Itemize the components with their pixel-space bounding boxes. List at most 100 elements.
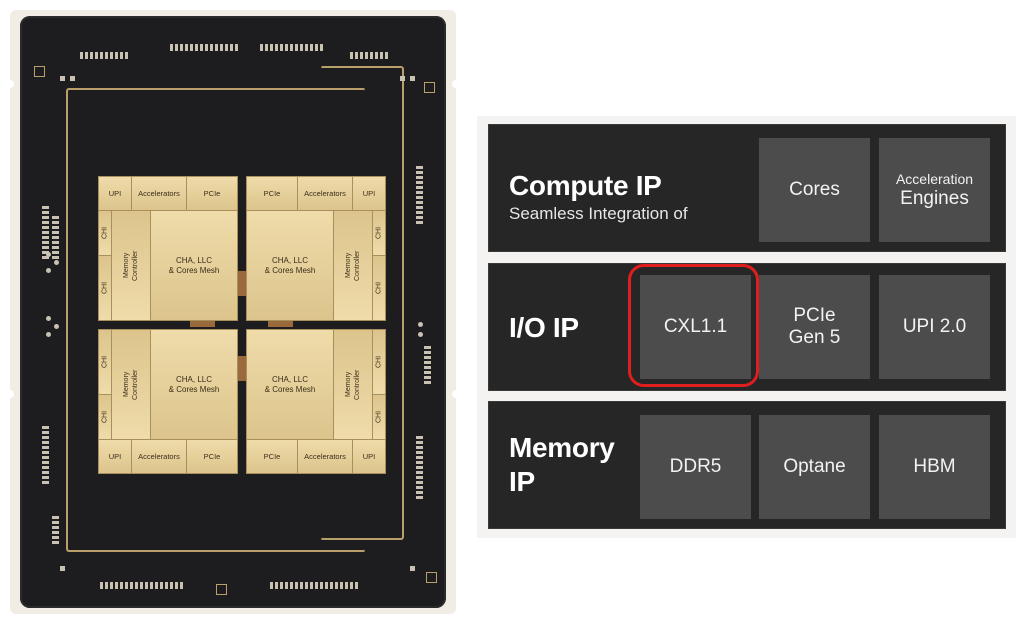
- contact-pad: [410, 566, 415, 571]
- contact-dot: [54, 260, 59, 265]
- die-block-memory-controller: Memory Controller: [112, 330, 150, 439]
- compute-ip-subtitle: Seamless Integration of: [509, 204, 688, 223]
- contact-pads: [416, 166, 423, 224]
- contact-pads: [80, 52, 128, 59]
- optane-label: Optane: [783, 456, 846, 477]
- contact-dot: [46, 268, 51, 273]
- package-notch: [6, 390, 14, 398]
- cores-box: Cores: [759, 138, 870, 242]
- processor-package: UPI Accelerators PCIe CHI CHI Memory Con…: [6, 10, 460, 614]
- memory-ip-row: Memory IP DDR5 Optane HBM: [488, 401, 1006, 529]
- die-tile-top-right: PCIe Accelerators UPI CHA, LLC & Cores M…: [246, 176, 386, 321]
- die-block-upi: UPI: [353, 440, 385, 473]
- hbm-label: HBM: [913, 456, 956, 477]
- contact-square: [34, 66, 45, 77]
- contact-square: [426, 572, 437, 583]
- contact-pads: [424, 346, 431, 384]
- die-block-accelerators: Accelerators: [298, 177, 352, 210]
- package-notch: [452, 80, 460, 88]
- package-substrate: UPI Accelerators PCIe CHI CHI Memory Con…: [20, 16, 446, 608]
- contact-pads: [42, 426, 49, 484]
- die-tile-bottom-left: CHI CHI Memory Controller CHA, LLC & Cor…: [98, 329, 238, 474]
- die-block-chi: CHI: [99, 256, 111, 320]
- package-notch: [6, 80, 14, 88]
- substrate-trace: [66, 88, 366, 552]
- engines-label: Engines: [900, 187, 969, 209]
- contact-pads: [52, 216, 59, 259]
- contact-pad: [70, 76, 75, 81]
- cxl-box: CXL1.1: [640, 275, 751, 379]
- contact-pad: [60, 566, 65, 571]
- die-block-core-mesh: CHA, LLC & Cores Mesh: [151, 330, 237, 439]
- die-block-chi: CHI: [373, 256, 385, 320]
- die-block-chi: CHI: [99, 330, 111, 394]
- die-block-chi: CHI: [373, 330, 385, 394]
- contact-dot: [46, 316, 51, 321]
- contact-pads: [52, 516, 59, 544]
- die-bridge: [238, 356, 246, 381]
- hbm-box: HBM: [879, 415, 990, 519]
- acceleration-label: Acceleration: [895, 170, 974, 187]
- contact-pads: [42, 206, 49, 259]
- die-block-core-mesh: CHA, LLC & Cores Mesh: [151, 211, 237, 320]
- contact-pad: [410, 76, 415, 81]
- pcie-gen5-box: PCIe Gen 5: [759, 275, 870, 379]
- ddr5-box: DDR5: [640, 415, 751, 519]
- die-block-upi: UPI: [353, 177, 385, 210]
- pcie-gen5-label: PCIe Gen 5: [788, 305, 841, 348]
- contact-dot: [418, 322, 423, 327]
- contact-square: [424, 82, 435, 93]
- io-ip-row: I/O IP CXL1.1 PCIe Gen 5 UPI 2.0: [488, 263, 1006, 391]
- package-notch: [452, 390, 460, 398]
- die-block-core-mesh: CHA, LLC & Cores Mesh: [247, 211, 333, 320]
- upi-box: UPI 2.0: [879, 275, 990, 379]
- die-bridge: [268, 320, 293, 327]
- cores-label: Cores: [789, 179, 840, 200]
- die-block-accelerators: Accelerators: [132, 440, 186, 473]
- cxl-highlight-outline: [628, 264, 759, 387]
- contact-pads: [270, 582, 358, 589]
- ip-panel: Compute IP Seamless Integration of Cores…: [477, 116, 1016, 538]
- die-block-accelerators: Accelerators: [298, 440, 352, 473]
- contact-square: [216, 584, 227, 595]
- contact-dot: [54, 324, 59, 329]
- optane-box: Optane: [759, 415, 870, 519]
- contact-pads: [350, 52, 388, 59]
- cxl-label: CXL1.1: [663, 316, 728, 337]
- die-block-pcie: PCIe: [247, 177, 297, 210]
- contact-pad: [400, 76, 405, 81]
- die-block-pcie: PCIe: [187, 177, 237, 210]
- contact-pads: [260, 44, 323, 51]
- die-block-chi: CHI: [373, 211, 385, 255]
- acceleration-engines-box: Acceleration Engines: [879, 138, 990, 242]
- die-area: UPI Accelerators PCIe CHI CHI Memory Con…: [98, 176, 388, 476]
- contact-dot: [46, 252, 51, 257]
- memory-ip-title: Memory IP: [509, 432, 615, 497]
- upi-label: UPI 2.0: [902, 316, 967, 337]
- die-block-core-mesh: CHA, LLC & Cores Mesh: [247, 330, 333, 439]
- die-tile-top-left: UPI Accelerators PCIe CHI CHI Memory Con…: [98, 176, 238, 321]
- contact-dot: [46, 332, 51, 337]
- die-block-chi: CHI: [99, 211, 111, 255]
- die-block-memory-controller: Memory Controller: [112, 211, 150, 320]
- die-bridge: [238, 271, 246, 296]
- compute-ip-row: Compute IP Seamless Integration of Cores…: [488, 124, 1006, 252]
- contact-pads: [170, 44, 238, 51]
- die-block-memory-controller: Memory Controller: [334, 211, 372, 320]
- contact-pads: [100, 582, 183, 589]
- die-block-memory-controller: Memory Controller: [334, 330, 372, 439]
- contact-dot: [418, 332, 423, 337]
- compute-ip-title: Compute IP: [509, 170, 662, 201]
- substrate-trace: [320, 66, 404, 540]
- die-block-pcie: PCIe: [247, 440, 297, 473]
- die-block-upi: UPI: [99, 177, 131, 210]
- die-block-pcie: PCIe: [187, 440, 237, 473]
- contact-pads: [416, 436, 423, 499]
- die-block-upi: UPI: [99, 440, 131, 473]
- contact-pad: [60, 76, 65, 81]
- die-bridge: [190, 320, 215, 327]
- ddr5-label: DDR5: [669, 456, 722, 477]
- io-ip-title: I/O IP: [509, 312, 579, 343]
- die-block-chi: CHI: [373, 395, 385, 439]
- die-block-accelerators: Accelerators: [132, 177, 186, 210]
